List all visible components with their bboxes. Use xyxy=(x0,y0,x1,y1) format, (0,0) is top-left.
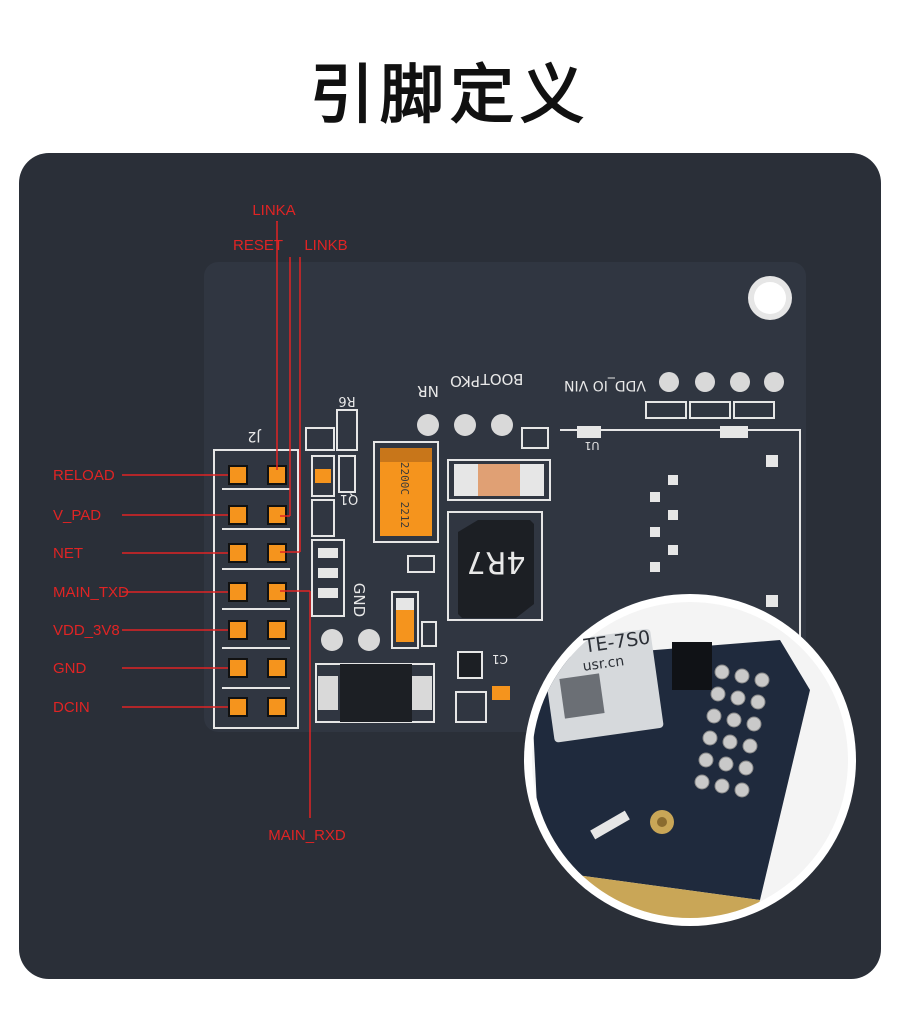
connector-pad xyxy=(267,620,287,640)
capacitor-marking: 2200C 2212 xyxy=(398,462,411,528)
pin-label-net: NET xyxy=(53,545,83,562)
module-header-pin xyxy=(746,716,762,732)
sim-holder xyxy=(560,426,801,640)
connector-pad xyxy=(228,697,248,717)
small-ic xyxy=(455,651,510,723)
connector-pad xyxy=(267,658,287,678)
module-header-pin xyxy=(726,712,742,728)
pin-label-reset: RESET xyxy=(233,237,283,254)
top-pin-labels: LINKA RESET LINKB MAIN_RXD xyxy=(233,202,348,844)
module-header-pin xyxy=(694,774,710,790)
mounting-hole-inner xyxy=(754,282,786,314)
test-points xyxy=(321,414,513,651)
inductor-marking: 4R7 xyxy=(466,544,525,579)
nr-label: NR xyxy=(417,382,439,400)
pin-label-vdd-3v8: VDD_3V8 xyxy=(53,622,120,639)
pin-label-dcin: DCIN xyxy=(53,699,90,716)
connector-pad xyxy=(267,697,287,717)
module-header-pin xyxy=(750,694,766,710)
header-pads-top xyxy=(645,372,784,419)
connector-pad xyxy=(228,543,248,563)
smd-pad-a xyxy=(407,555,435,573)
module-chip xyxy=(672,642,712,690)
qr-code xyxy=(559,673,605,719)
module-header-pin xyxy=(706,708,722,724)
module-header-pin xyxy=(714,778,730,794)
pin-label-linkb: LINKB xyxy=(304,237,347,254)
connector-pad xyxy=(267,505,287,525)
tantalum-capacitor xyxy=(373,441,439,543)
q1-label: Q1 xyxy=(340,491,359,506)
module-header-pin xyxy=(714,664,730,680)
module-header-pin xyxy=(730,690,746,706)
pin-label-v-pad: V_PAD xyxy=(53,507,101,524)
small-capacitor xyxy=(391,591,437,649)
u1-label: U1 xyxy=(584,439,599,452)
pin-label-main-txd: MAIN_TXD xyxy=(53,584,129,601)
module-header-pin xyxy=(738,760,754,776)
gnd-silk-label: GND xyxy=(350,583,368,617)
module-url: usr.cn xyxy=(582,653,625,675)
page-title: 引脚定义 xyxy=(310,59,590,133)
module-header-pin xyxy=(742,738,758,754)
module-header-pin xyxy=(710,686,726,702)
connector-pad xyxy=(228,465,248,485)
connector-pad xyxy=(228,505,248,525)
module-header-pin xyxy=(734,782,750,798)
connector-pad xyxy=(228,658,248,678)
pin-label-gnd: GND xyxy=(53,660,87,677)
module-header-pin xyxy=(722,734,738,750)
resistor xyxy=(447,459,551,501)
connector-pad xyxy=(267,582,287,602)
boot-label: BOOT xyxy=(480,370,524,388)
connector-j2 xyxy=(213,449,299,729)
pin-label-reload: RELOAD xyxy=(53,467,115,484)
pin-label-linka: LINKA xyxy=(252,202,295,219)
connector-pad xyxy=(228,620,248,640)
connector-pad xyxy=(228,582,248,602)
module-header-pin xyxy=(698,752,714,768)
module-header-pin xyxy=(702,730,718,746)
r6-label: R6 xyxy=(338,393,355,408)
module-header-pin xyxy=(734,668,750,684)
diode xyxy=(315,663,435,723)
pin-label-main-rxd: MAIN_RXD xyxy=(268,827,346,844)
pko-label: PKO xyxy=(450,372,480,390)
connector-pad xyxy=(267,543,287,563)
c1-label: C1 xyxy=(492,652,508,666)
smd-column xyxy=(305,409,358,617)
module-zoom: TE-7S0 usr.cn xyxy=(524,594,856,926)
module-header-pin xyxy=(754,672,770,688)
connector-j2-label: J2 xyxy=(247,428,261,444)
smd-pad-b xyxy=(521,427,549,449)
vdd-io-label: VDD_IO VIN xyxy=(564,377,646,393)
module-header-pin xyxy=(718,756,734,772)
inductor xyxy=(447,511,543,621)
